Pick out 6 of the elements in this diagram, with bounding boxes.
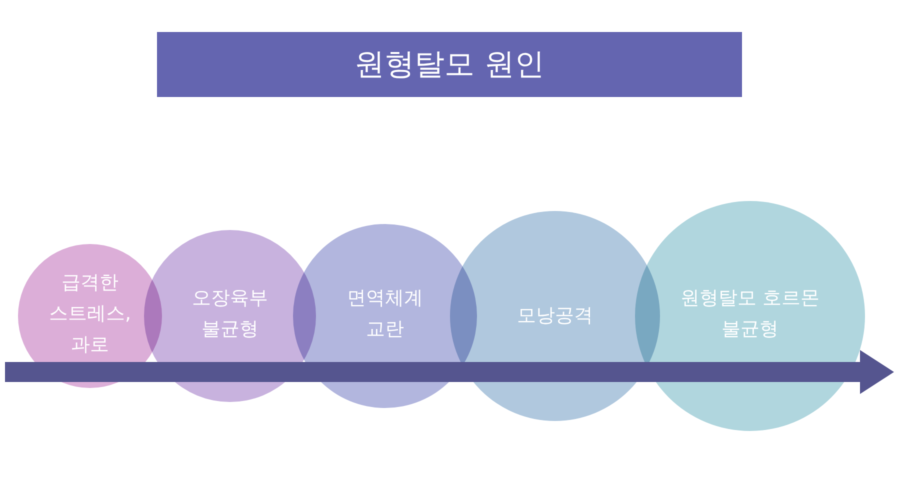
- cause-label: 급격한 스트레스, 과로: [48, 270, 132, 358]
- title-banner: 원형탈모 원인: [157, 32, 742, 97]
- cause-label: 오장육부 불균형: [191, 286, 269, 342]
- cause-label: 면역체계 교란: [346, 286, 424, 342]
- cause-label: 원형탈모 호르몬 불균형: [679, 286, 821, 342]
- cause-label: 모낭공격: [516, 304, 594, 328]
